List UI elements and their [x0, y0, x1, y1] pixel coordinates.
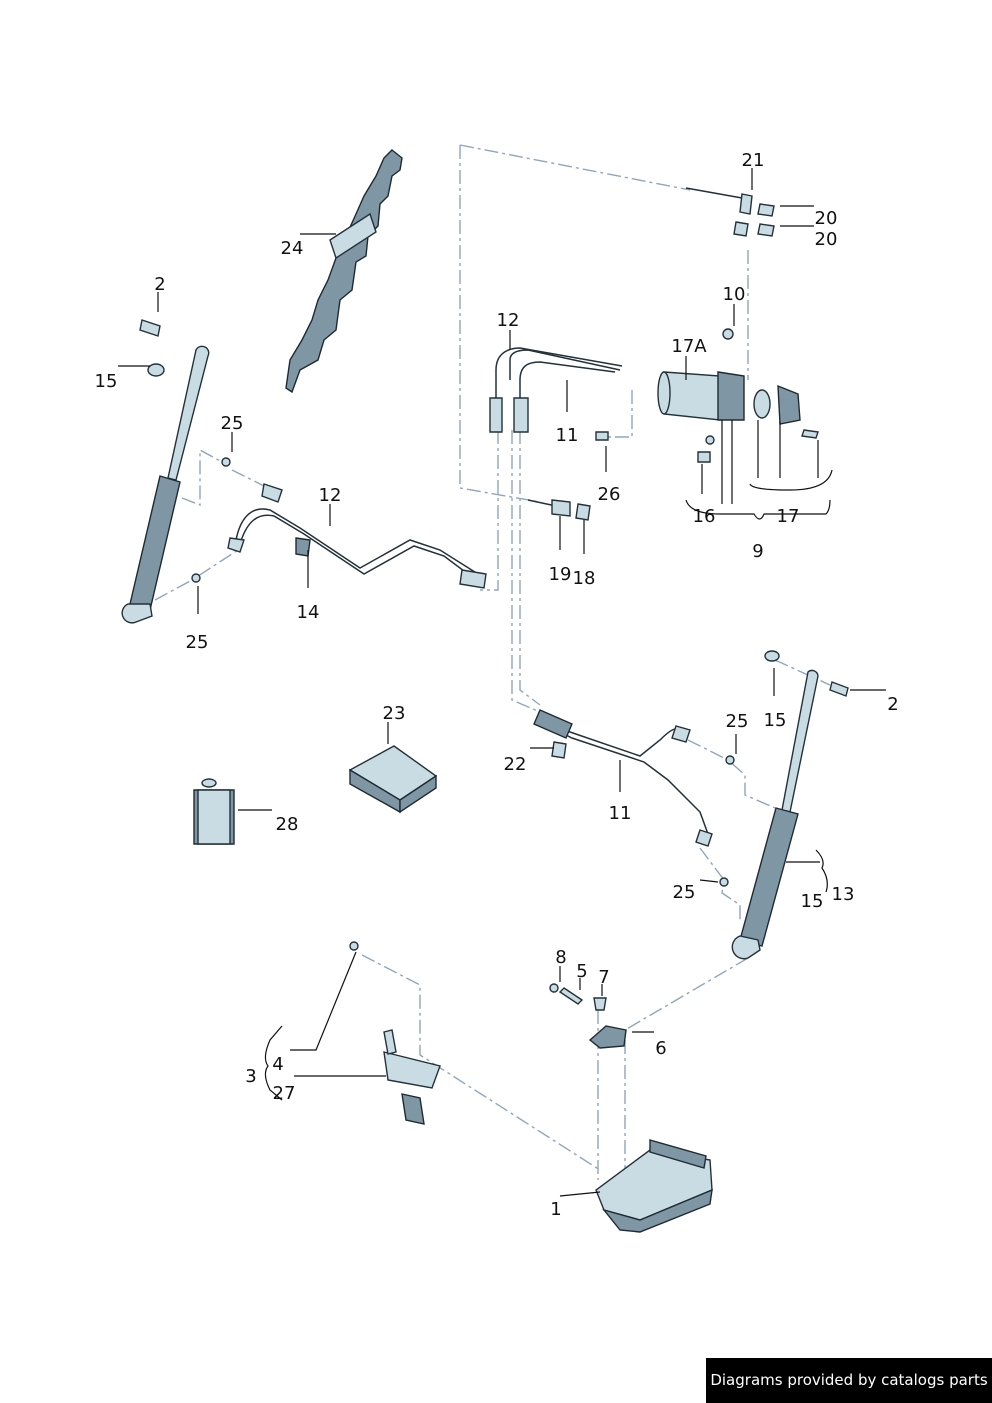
callout-19: 19 [549, 564, 572, 585]
footer-credit: Diagrams provided by catalogs parts [706, 1358, 992, 1403]
part-1-tray [595, 1139, 713, 1233]
callout-3: 3 [245, 1066, 256, 1087]
callout-11-lower: 11 [609, 803, 632, 824]
callout-28: 28 [276, 814, 299, 835]
callout-12-left: 12 [319, 485, 342, 506]
callout-2-right: 2 [887, 694, 898, 715]
callout-18: 18 [573, 568, 596, 589]
left-gas-strut [121, 319, 231, 624]
callout-7: 7 [598, 967, 609, 988]
callout-13: 13 [832, 884, 855, 905]
part-28-fluid-can [193, 778, 235, 845]
callout-15-upper-right: 15 [764, 710, 787, 731]
callout-4: 4 [272, 1054, 283, 1075]
leader-lines [118, 168, 886, 1197]
callout-5: 5 [576, 961, 587, 982]
part-27-lock-motor [349, 941, 441, 1125]
callout-20-lower: 20 [815, 229, 838, 250]
assembly-guide-lines [154, 144, 831, 1180]
callout-24: 24 [281, 238, 304, 259]
callout-16: 16 [693, 506, 716, 527]
callout-15-left: 15 [95, 371, 118, 392]
pump-motor-assembly [595, 328, 819, 463]
small-fasteners [549, 983, 627, 1049]
callout-10: 10 [723, 284, 746, 305]
callout-11-top: 11 [556, 425, 579, 446]
callout-23: 23 [383, 703, 406, 724]
callout-26: 26 [598, 484, 621, 505]
hose-assembly-12-left [227, 483, 487, 589]
part-24-bracket [285, 149, 403, 394]
callout-1: 1 [550, 1199, 561, 1220]
callout-25-lower-right: 25 [673, 882, 696, 903]
callout-2-left: 2 [154, 274, 165, 295]
part-23-control-unit [348, 745, 438, 814]
callout-14: 14 [297, 602, 320, 623]
switch-assembly-21 [685, 187, 775, 237]
callout-25-upper-left: 25 [221, 413, 244, 434]
hose-assembly-11-lower [533, 709, 713, 847]
callout-20-upper: 20 [815, 208, 838, 229]
callout-12-top: 12 [497, 310, 520, 331]
callout-25-upper-right: 25 [726, 711, 749, 732]
callout-8: 8 [555, 947, 566, 968]
callout-labels: 2 15 25 24 12 14 25 12 11 10 17A 21 20 2… [95, 150, 899, 1220]
hose-group-12-top [489, 347, 623, 433]
callout-17a: 17A [671, 336, 707, 357]
callout-21: 21 [742, 150, 765, 171]
callout-6: 6 [655, 1038, 666, 1059]
callout-27: 27 [273, 1083, 296, 1104]
callout-9: 9 [752, 541, 763, 562]
sensor-19-18 [527, 499, 591, 521]
right-gas-strut [719, 650, 849, 960]
callout-25-lower-left: 25 [186, 632, 209, 653]
callout-15-lower-right: 15 [801, 891, 824, 912]
callout-17: 17 [777, 506, 800, 527]
callout-22: 22 [504, 754, 527, 775]
